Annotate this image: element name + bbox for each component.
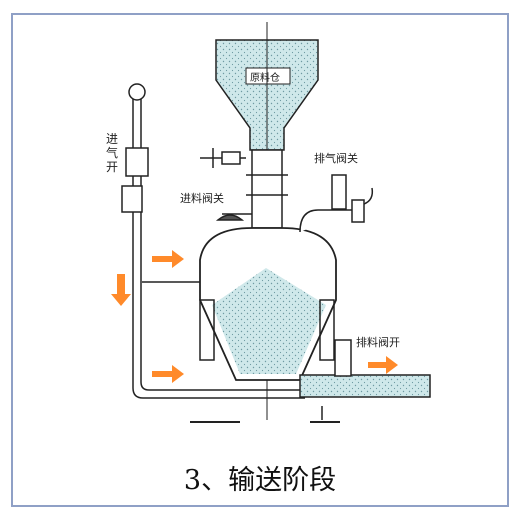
inlet-valve-label: 进料阀关	[180, 192, 224, 205]
silo-label: 原料仓	[250, 73, 280, 84]
vent-valve-label: 排气阀关	[314, 152, 358, 165]
feed-neck	[251, 149, 283, 229]
inlet-valve-icon	[215, 213, 252, 221]
vessel-legs	[199, 299, 335, 361]
flow-arrow-down-icon	[111, 274, 131, 306]
vessel-material	[212, 268, 326, 374]
discharge-pipe	[299, 339, 431, 420]
silo-label-box	[245, 67, 291, 85]
air-in-char-1: 进	[106, 132, 119, 146]
discharge-valve-label: 排料阀开	[356, 336, 400, 349]
outer-frame	[11, 13, 509, 507]
flow-arrow-right-icon	[152, 365, 184, 383]
stage-title: 3、输送阶段	[183, 465, 337, 496]
vent-pipe	[299, 174, 374, 233]
handwheel-valve-icon	[200, 148, 246, 168]
flow-arrow-discharge-icon	[368, 356, 398, 374]
air-in-char-3: 开	[106, 160, 119, 174]
air-supply-line	[121, 83, 305, 399]
air-in-char-2: 气	[106, 146, 119, 160]
flow-arrow-icon	[152, 250, 184, 268]
